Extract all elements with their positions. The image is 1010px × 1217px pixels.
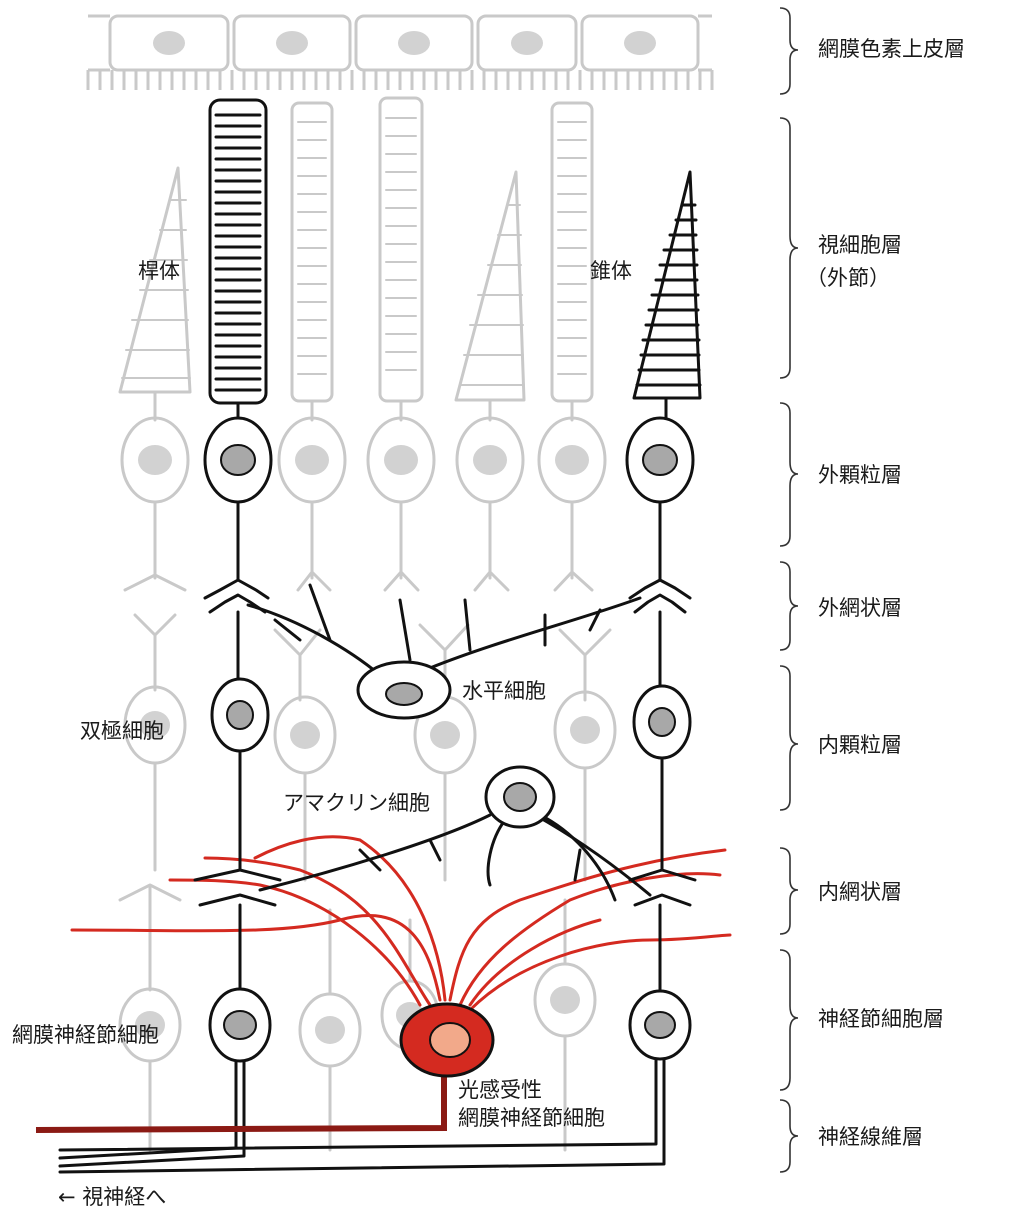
- iprgc-nucleus: [429, 1022, 471, 1058]
- label-rod: 桿体: [138, 259, 180, 283]
- label-iprgc-line2: 網膜神経節細胞: [458, 1106, 605, 1130]
- iprgc-dendrites: [70, 835, 732, 1012]
- layer-label-nerve-fiber: 神経線維層: [818, 1125, 923, 1149]
- faint-rod-outer-segments: [290, 96, 594, 403]
- label-cone: 錐体: [590, 259, 632, 283]
- layer-label-ganglion: 神経節細胞層: [818, 1007, 944, 1031]
- faint-nuclei: [138, 445, 589, 475]
- layer-braces: [779, 7, 799, 1173]
- layer-label-inner-nuclear: 内顆粒層: [818, 733, 902, 757]
- label-bipolar: 双極細胞: [80, 719, 164, 743]
- faint-bipolar-nuclei: [140, 711, 600, 749]
- layer-label-outer-nuclear: 外顆粒層: [818, 463, 902, 487]
- faint-photoreceptor-somas: [120, 390, 607, 592]
- rod-cell: [203, 98, 273, 582]
- layer-label-photoreceptor: 視細胞層: [818, 233, 902, 257]
- left-bipolar-cell: [193, 578, 282, 907]
- label-optic-nerve: ← 視神経へ: [58, 1185, 166, 1209]
- background-cells: [118, 96, 617, 1152]
- cell-labels: 桿体 錐体 水平細胞 双極細胞 アマクリン細胞 網膜神経節細胞 光感受性 網膜神…: [12, 259, 632, 1209]
- label-horizontal: 水平細胞: [462, 679, 546, 703]
- layer-label-inner-plexiform: 内網状層: [818, 880, 902, 904]
- label-iprgc-line1: 光感受性: [458, 1078, 542, 1102]
- amacrine-cell: [258, 765, 652, 902]
- iprgc-cell: [35, 1002, 495, 1133]
- faint-bipolar-cells: [123, 613, 617, 882]
- highlighted-nuclei: [220, 444, 678, 1040]
- label-amacrine: アマクリン細胞: [283, 791, 430, 815]
- layer-label-outer-segment: （外節）: [806, 266, 890, 290]
- layer-labels: 網膜色素上皮層 視細胞層 （外節） 外顆粒層 外網状層 内顆粒層 内網状層 神経…: [806, 37, 965, 1149]
- pigment-epithelium: [86, 14, 714, 90]
- layer-label-outer-plexiform: 外網状層: [818, 596, 902, 620]
- iprgc-axon: [35, 1070, 447, 1133]
- layer-label-rpe: 網膜色素上皮層: [818, 37, 965, 61]
- cone-cell: [625, 170, 702, 582]
- label-ganglion: 網膜神経節細胞: [12, 1023, 159, 1047]
